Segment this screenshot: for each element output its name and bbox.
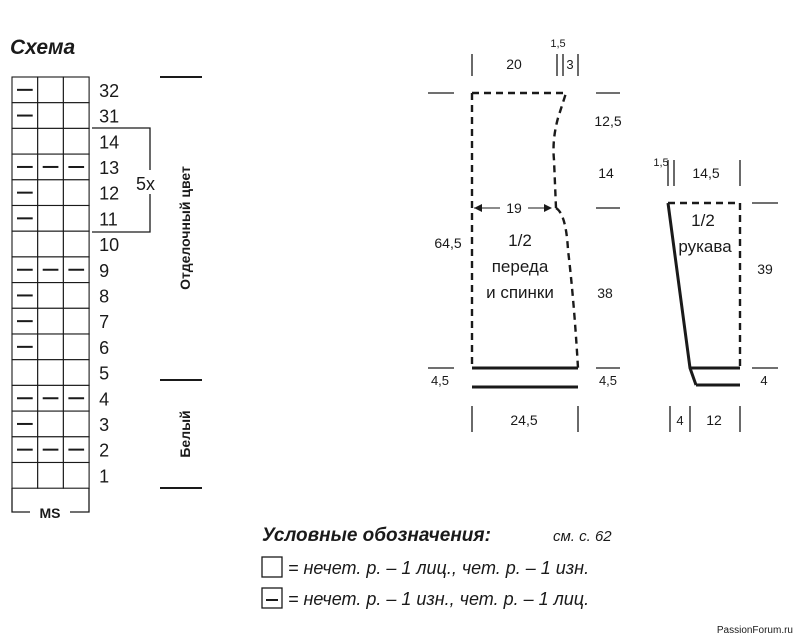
ms-bracket-right (70, 488, 90, 513)
front-label-line2: переда (492, 257, 549, 276)
chart-row-number: 32 (99, 81, 119, 101)
chart-row-number: 5 (99, 364, 109, 384)
chart-row-number: 11 (99, 209, 118, 229)
trim-color-label: Отделочный цвет (177, 166, 193, 290)
chart-cell (37, 76, 64, 104)
sleeve-dim-band: 4 (760, 373, 767, 388)
chart-cell (37, 204, 64, 232)
front-dim-neck: 12,5 (594, 113, 621, 129)
front-outline-side-right (555, 206, 580, 369)
chart-row-number: 6 (99, 338, 109, 358)
legend-item-2: = нечет. р. – 1 изн., чет. р. – 1 лиц. (288, 589, 589, 609)
chart-cell (37, 230, 64, 258)
front-dim-waist: 19 (506, 200, 522, 216)
chart-cell (62, 461, 90, 489)
chart-cell (37, 282, 64, 309)
chart-cell (11, 461, 39, 489)
front-dim-armhole: 14 (598, 165, 614, 181)
sleeve-outline-left (666, 202, 698, 386)
chart-cell (62, 230, 90, 258)
chart-cell (62, 76, 90, 104)
chart-row-number: 13 (99, 158, 119, 178)
chart-cell (62, 127, 90, 155)
sleeve-label-line1: 1/2 (691, 211, 715, 230)
chart-cell (11, 230, 39, 258)
chart-cell (37, 461, 64, 489)
chart-row-number: 14 (99, 132, 119, 152)
chart-row-number: 12 (99, 184, 119, 204)
front-waist-arrowhead-right (544, 204, 552, 212)
chart-row-number: 10 (99, 235, 119, 255)
front-waist-arrowhead-left (474, 204, 482, 212)
legend-title: Условные обозначения: (262, 525, 491, 546)
sleeve-dim-bottom: 12 (706, 412, 722, 428)
legend-purl-symbol (261, 587, 283, 609)
legend-item-1: = нечет. р. – 1 лиц., чет. р. – 1 изн. (288, 558, 589, 578)
ms-label: MS (40, 505, 61, 521)
sleeve-dim-height: 39 (757, 261, 773, 277)
chart-cell (11, 127, 39, 155)
front-dim-band-left: 4,5 (431, 373, 449, 388)
front-dim-top-right: 3 (566, 57, 573, 72)
chart-cell (37, 333, 64, 361)
sleeve-label-line2: рукава (678, 237, 732, 256)
chart-cell (62, 102, 90, 129)
chart-cell (37, 410, 64, 438)
chart-cell (37, 127, 64, 155)
chart-cell (37, 359, 64, 386)
front-dim-bottom: 24,5 (510, 412, 537, 428)
chart-row-number: 31 (99, 107, 119, 127)
sleeve-dim-top: 14,5 (692, 165, 719, 181)
legend-ref: см. с. 62 (553, 528, 612, 545)
front-dim-top-small: 1,5 (550, 38, 565, 50)
chart-cell (37, 307, 64, 335)
chart-cell (62, 333, 90, 361)
chart-cell (62, 204, 90, 232)
front-waist-label-bg (500, 199, 528, 216)
legend-knit-symbol (261, 556, 283, 578)
sleeve-piece: 1,5 14,5 39 4 4 12 1/2 рукава (653, 157, 778, 432)
front-back-piece: 20 1,5 3 19 12,5 14 38 64,5 4,5 4,5 24 (428, 38, 622, 432)
chart-row-number: 1 (99, 466, 109, 486)
white-color-label: Белый (177, 410, 193, 457)
repeat-label: 5x (136, 174, 155, 194)
chart-cell (37, 102, 64, 129)
repeat-label-bg (132, 170, 162, 194)
chart-title: Схема (10, 36, 76, 59)
chart-cell (62, 307, 90, 335)
chart-row-number: 4 (99, 389, 109, 409)
chart-row-number: 3 (99, 415, 109, 435)
front-dim-total: 64,5 (434, 235, 461, 251)
chart-cell (62, 282, 90, 309)
front-label-line3: и спинки (486, 283, 554, 302)
stitch-chart-grid (11, 76, 90, 489)
front-dim-band-right: 4,5 (599, 373, 617, 388)
front-label-line1: 1/2 (508, 231, 532, 250)
chart-row-number: 9 (99, 261, 109, 281)
chart-row-number: 8 (99, 286, 109, 306)
chart-cell (37, 179, 64, 207)
chart-row-number: 7 (99, 312, 109, 332)
front-dim-body: 38 (597, 285, 613, 301)
sleeve-dim-top-small: 1,5 (653, 157, 668, 169)
chart-row-number: 2 (99, 441, 109, 461)
front-dim-top: 20 (506, 56, 522, 72)
ms-bracket-left (11, 488, 30, 513)
chart-cell (62, 179, 90, 207)
watermark: PassionForum.ru (717, 625, 793, 636)
chart-cell (11, 359, 39, 386)
chart-cell (62, 410, 90, 438)
sleeve-outline-top-right (668, 201, 742, 368)
legend: Условные обозначения: см. с. 62 = нечет.… (261, 525, 612, 609)
front-outline-top-neck (472, 91, 568, 209)
chart-cell (62, 359, 90, 386)
sleeve-dim-bottom-small: 4 (676, 413, 683, 428)
